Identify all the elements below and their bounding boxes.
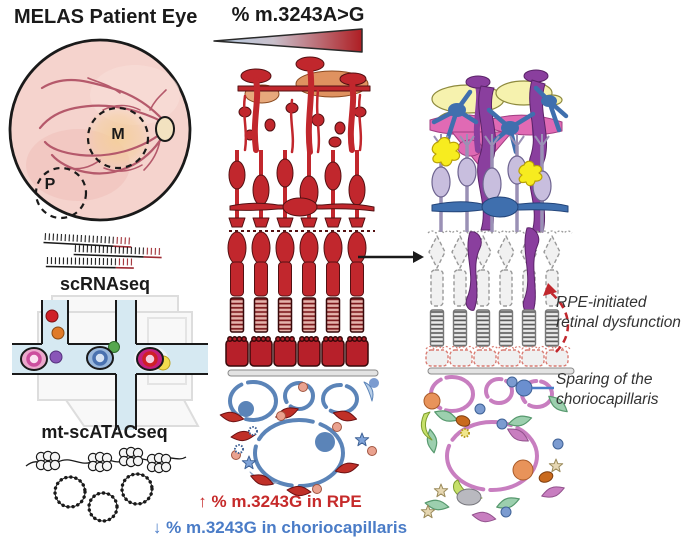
cell-orange-dot — [51, 326, 65, 340]
cell-pink — [20, 347, 48, 371]
transition-arrow-icon — [358, 251, 424, 263]
rpe-brush-border-dashed — [425, 345, 571, 350]
retina-affected-diagram — [218, 56, 379, 498]
macula-label: M — [111, 126, 125, 143]
rpe-row-dysfunctional — [425, 349, 569, 367]
microfluidics-device-icon — [12, 295, 208, 430]
rpe-row-affected — [225, 336, 369, 367]
macula-circle — [86, 106, 150, 170]
scrnaseq-label: scRNAseq — [59, 274, 151, 294]
atacseq-label: mt-scATACseq — [41, 422, 168, 442]
chromatin-mtdna-icon — [25, 446, 187, 523]
finding-choriocapillaris-text: ↓ % m.3243G in choriocapillaris — [152, 518, 408, 537]
cell-blue — [86, 341, 120, 370]
annotation-sparing: Sparing of the choriocapillaris — [556, 371, 659, 409]
fundus-eye-icon — [8, 38, 192, 222]
photoreceptors-degenerating — [428, 235, 561, 307]
figure-title: MELAS Patient Eye — [14, 6, 198, 28]
microglia-yellow — [431, 137, 543, 187]
bruchs-membrane-right — [427, 367, 575, 375]
cell-red-dot — [45, 309, 59, 323]
heteroplasmy-gradient-wedge — [213, 28, 363, 53]
finding-rpe-text: ↑ % m.3243G in RPE — [198, 492, 362, 511]
cell-purple-dot — [49, 350, 63, 364]
annotation-rpe-dysfunction: RPE-initiated retinal dysfunction — [556, 294, 681, 332]
choriocapillaris-spared — [420, 375, 571, 525]
periphery-circle — [34, 166, 88, 220]
bruchs-membrane — [227, 369, 379, 377]
choriocapillaris-affected — [218, 378, 379, 498]
rna-strands-icon — [43, 233, 162, 269]
dysfunction-dashed-arrow-icon — [543, 283, 570, 353]
retinal-vessels — [38, 77, 167, 175]
retina-outcome-diagram — [420, 69, 575, 525]
periphery-label: P — [44, 176, 56, 193]
optic-disc — [155, 116, 175, 142]
cell-magenta — [134, 346, 171, 372]
heteroplasmy-gradient-label: % m.3243A>G — [231, 4, 365, 26]
spared-endothelium-dot — [515, 379, 533, 397]
